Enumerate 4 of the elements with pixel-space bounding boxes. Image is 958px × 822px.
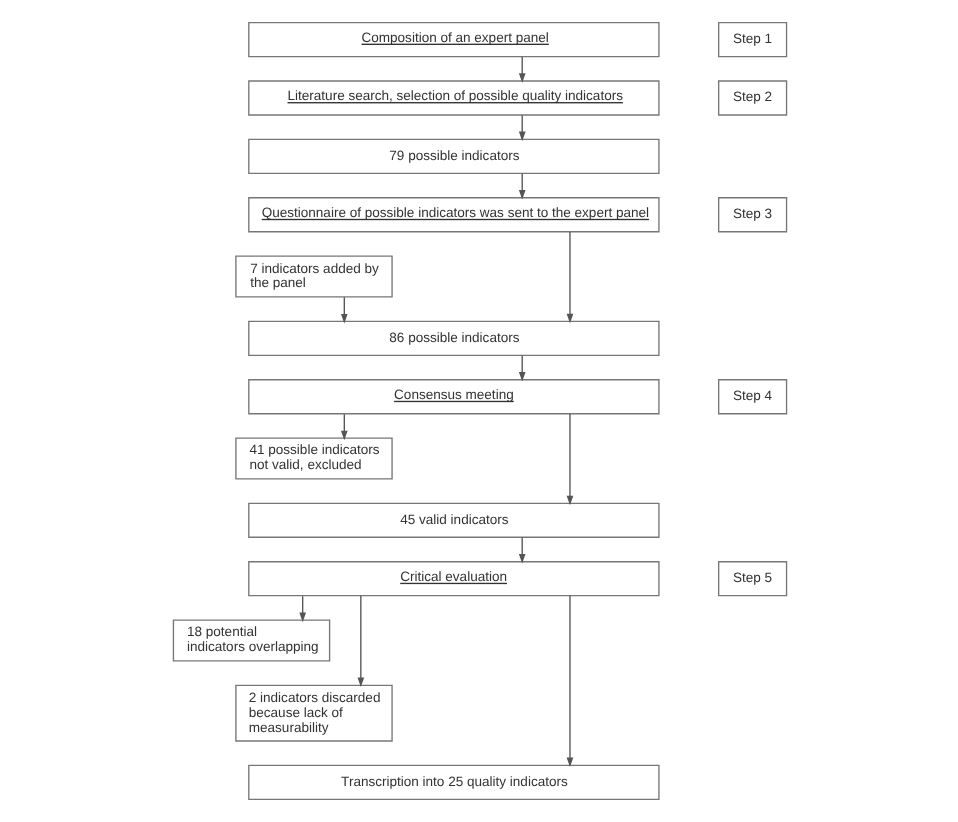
arrow: [565, 595, 573, 768]
arrow: [356, 595, 364, 688]
arrow: [565, 413, 573, 506]
arrow: [565, 231, 573, 324]
